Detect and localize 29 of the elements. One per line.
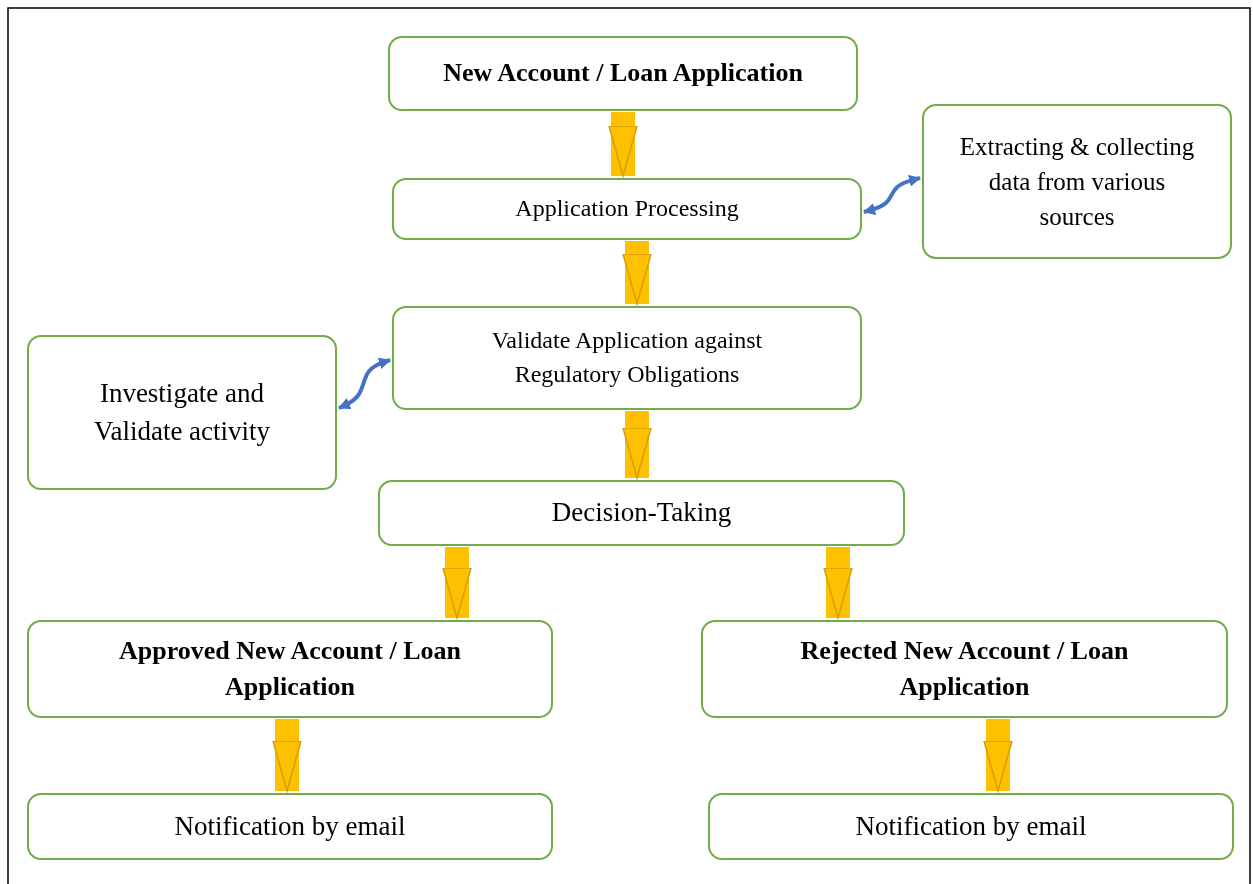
block-arrow: [272, 719, 302, 792]
process-box: [708, 793, 1234, 860]
box-label: Validate Application against Regulatory Obligations: [490, 326, 764, 389]
block-arrow: [442, 547, 472, 619]
box-label: New Account / Loan Application: [443, 57, 803, 90]
box-label: Rejected New Account / Loan Application: [799, 634, 1130, 703]
box-label: Application Processing: [515, 194, 739, 224]
process-box: [27, 620, 553, 718]
block-arrow: [622, 411, 652, 479]
box-label: Investigate and Validate activity: [92, 376, 272, 448]
block-arrow: [608, 112, 638, 177]
box-label: Notification by email: [855, 809, 1087, 843]
process-box: [392, 178, 862, 240]
process-box: [392, 306, 862, 410]
process-box: [27, 335, 337, 490]
box-label: Extracting & collecting data from various sources: [958, 132, 1196, 232]
block-arrow: [823, 547, 853, 619]
block-arrow: [983, 719, 1013, 792]
double-arrow: [338, 357, 391, 410]
process-box: [27, 793, 553, 860]
process-box: [701, 620, 1228, 718]
box-label: Notification by email: [174, 809, 406, 843]
box-label: Approved New Account / Loan Application: [118, 634, 462, 703]
process-box: [378, 480, 905, 546]
double-arrow: [863, 174, 921, 215]
process-box: [388, 36, 858, 111]
process-box: [922, 104, 1232, 259]
box-label: Decision-Taking: [551, 496, 732, 530]
block-arrow: [622, 241, 652, 305]
